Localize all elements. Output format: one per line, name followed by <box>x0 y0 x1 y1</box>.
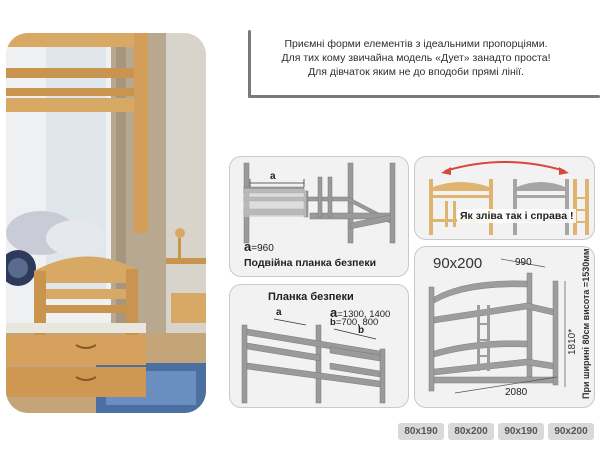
size-options: 80x190 80x200 90x190 90x200 <box>398 423 594 440</box>
legend-b-value: =700, 800 <box>335 317 379 328</box>
product-photo <box>6 33 206 413</box>
safety-plank-legend-a: a=1300, 1400 <box>330 305 390 320</box>
reversible-caption: Як зліва так і справа ! <box>457 209 577 223</box>
description-line-1: Приємні форми елементів з ідеальними про… <box>284 38 548 50</box>
safety-plank-legend-b: b=700, 800 <box>330 317 378 328</box>
description-line-2: Для тих кому звичайна модель «Дует» зана… <box>281 52 551 64</box>
description-block: Приємні форми елементів з ідеальними про… <box>236 30 600 98</box>
dimensions-size: 90x200 <box>433 255 483 272</box>
reversible-card: Як зліва так і справа ! <box>414 156 595 240</box>
double-plank-diagram <box>243 162 396 244</box>
dimension-height: 1810* <box>567 328 578 355</box>
dimension-depth: 990 <box>515 257 532 268</box>
dimension-a-value: =960 <box>251 243 274 254</box>
size-option-80x190[interactable]: 80x190 <box>398 423 444 440</box>
dimension-length: 2080 <box>505 387 528 398</box>
plank-b-marker: b <box>358 325 365 336</box>
size-option-90x190[interactable]: 90x190 <box>498 423 544 440</box>
dimension-a-label: a <box>244 239 252 254</box>
legend-b-label: b <box>330 317 336 328</box>
size-option-90x200[interactable]: 90x200 <box>548 423 594 440</box>
description-border-left <box>248 30 251 98</box>
double-plank-card: a a=960 Подвійна планка безпеки <box>229 156 409 277</box>
safety-plank-diagram <box>241 318 386 404</box>
dimensions-card: 90x200 990 1810* 2080 При ширині 80 <box>414 246 595 408</box>
plank-a-marker: a <box>276 307 282 318</box>
reversible-diagram <box>429 161 589 235</box>
safety-plank-caption: Планка безпеки <box>268 291 354 303</box>
size-option-80x200[interactable]: 80x200 <box>448 423 494 440</box>
dimensions-diagram <box>428 258 566 394</box>
description-text: Приємні форми елементів з ідеальними про… <box>256 37 576 79</box>
legend-a-value: =1300, 1400 <box>337 309 391 320</box>
safety-plank-card: Планка безпеки a b a=1300, 1400 b=700, 8… <box>229 284 409 408</box>
description-border-bottom <box>248 95 600 98</box>
description-line-3: Для дівчаток яким не до вподоби прямі лі… <box>308 66 524 78</box>
plank-a-marker: a <box>270 171 276 182</box>
legend-a-label: a <box>330 305 338 320</box>
dimension-height-note: При ширині 80см висота =1530мм <box>581 248 591 399</box>
double-plank-dimension: a=960 <box>244 239 274 254</box>
double-plank-caption: Подвійна планка безпеки <box>244 257 377 269</box>
